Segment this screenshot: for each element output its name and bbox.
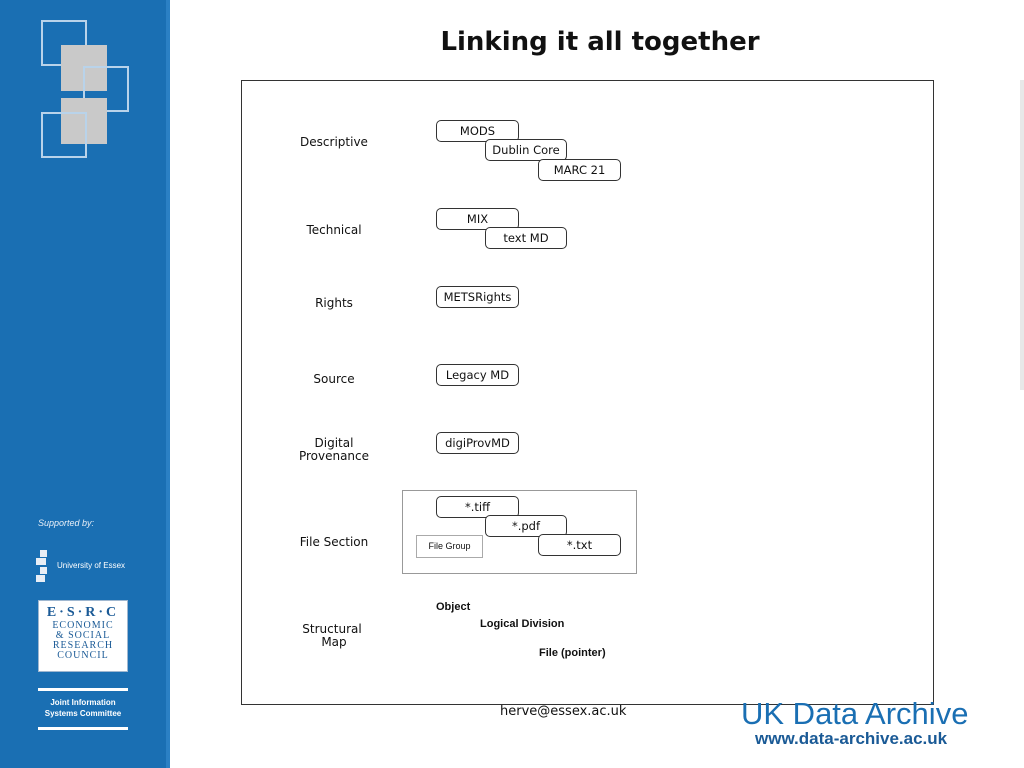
structmap-logical-division: Logical Division [480,618,565,630]
footer-email: herve@essex.ac.uk [500,704,627,719]
esrc-line: & SOCIAL [55,630,111,641]
esrc-line: COUNCIL [57,650,109,661]
jisc-logo: Joint Information Systems Committee [38,688,128,730]
file-section-container [402,490,637,574]
essex-logo-text: University of Essex [57,561,126,570]
row-label-file-section: File Section [299,535,369,549]
diagram-frame [241,80,934,705]
box-dublin-core: Dublin Core [485,139,567,161]
row-label-map: Map [321,635,347,649]
row-label-descriptive: Descriptive [300,135,368,149]
esrc-line: RESEARCH [52,640,114,651]
slide-title: Linking it all together [440,27,760,57]
box-mods: MODS [436,120,519,142]
box-txt: *.txt [538,534,621,556]
box-text-md: text MD [485,227,567,249]
row-label-source: Source [313,372,355,386]
supported-by-label: Supported by: [38,518,95,528]
essex-logo-block [36,558,46,565]
row-label-technical: Technical [306,223,362,237]
logo-square-fill [61,98,107,144]
uk-data-archive-url: www.data-archive.ac.uk [755,729,948,748]
right-edge-artifact [1020,80,1024,390]
esrc-logo: E·S·R·C ECONOMIC & SOCIAL RESEARCH COUNC… [38,600,128,672]
row-label-provenance: Provenance [298,449,370,463]
logo-square-outline [41,112,87,158]
box-metsrights: METSRights [436,286,519,308]
uk-data-archive-logo: UK Data Archive [741,696,969,731]
row-label-digital: Digital [314,436,354,450]
esrc-line: ECONOMIC [52,620,114,631]
sidebar-edge [166,0,170,768]
structmap-file-pointer: File (pointer) [539,647,606,659]
jisc-line: Systems Committee [44,709,122,718]
box-pdf: *.pdf [485,515,567,537]
box-tiff: *.tiff [436,496,519,518]
box-digiprovmd: digiProvMD [436,432,519,454]
essex-logo-block [40,550,47,557]
row-label-rights: Rights [315,296,353,310]
essex-logo-block [36,575,45,582]
box-marc-21: MARC 21 [538,159,621,181]
box-mix: MIX [436,208,519,230]
esrc-acronym: E·S·R·C [46,605,120,620]
essex-logo-block [40,567,47,574]
row-label-structural: Structural [302,622,362,636]
file-group-box: File Group [416,535,483,558]
sidebar: Supported by: University of Essex E·S·R·… [0,0,170,768]
university-of-essex-logo: University of Essex [36,548,136,584]
box-legacy-md: Legacy MD [436,364,519,386]
jisc-line: Joint Information [50,698,116,707]
structmap-object: Object [436,601,471,613]
